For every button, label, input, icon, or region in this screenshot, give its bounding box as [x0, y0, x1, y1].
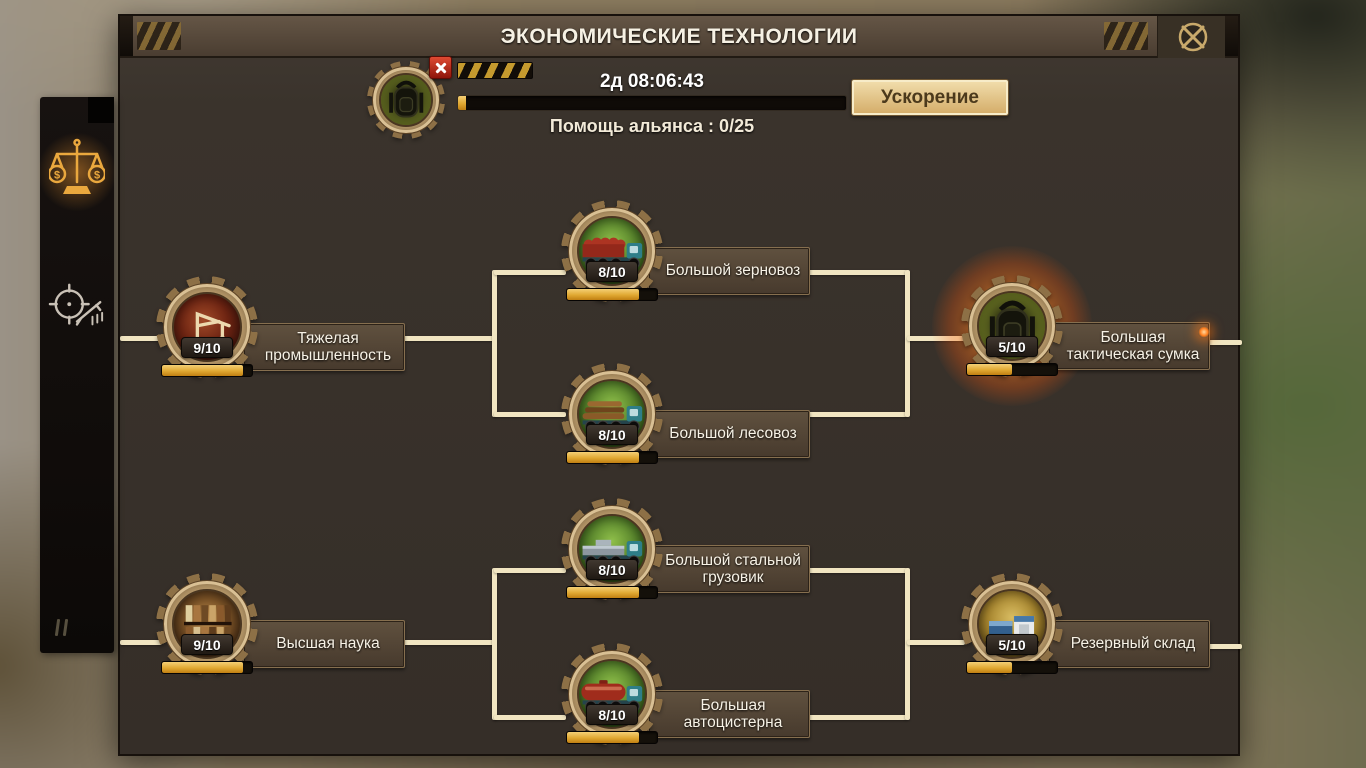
connector-line — [492, 270, 497, 417]
connector-line — [403, 640, 496, 645]
connector-line — [907, 640, 965, 645]
gear-frame — [366, 60, 446, 140]
rifle-icon — [48, 279, 106, 342]
panel-header: ЭКОНОМИЧЕСКИЕ ТЕХНОЛОГИИ — [120, 16, 1238, 58]
tech-node-big-log-truck[interactable]: Большой лесовоз 8/10 — [560, 362, 810, 474]
research-progress-bar — [457, 95, 847, 111]
hazard-stripe — [137, 22, 181, 50]
current-research-item[interactable] — [366, 56, 452, 140]
tech-level-badge: 8/10 — [586, 261, 638, 282]
connector-line — [808, 412, 907, 417]
connector-line — [120, 640, 162, 645]
connector-line — [492, 568, 497, 720]
tech-name-plaque: Большой стальной грузовик — [648, 545, 810, 593]
tech-progress-bar — [566, 451, 658, 464]
connector-line — [808, 715, 907, 720]
tech-level-badge: 5/10 — [986, 336, 1038, 357]
hazard-stripe — [1104, 22, 1148, 50]
sparkle-effect — [1198, 326, 1210, 338]
tech-name-plaque: Тяжелая промышленность — [243, 323, 405, 371]
connector-line — [494, 568, 566, 573]
tech-name-plaque: Большой зерновоз — [648, 247, 810, 295]
header-end-cap — [1225, 16, 1238, 56]
tech-node-big-grain-truck[interactable]: Большой зерновоз — [560, 199, 810, 311]
tech-level-badge: 5/10 — [986, 634, 1038, 655]
tech-progress-bar — [161, 661, 253, 674]
tech-node-reserve-warehouse[interactable]: Резервный склад 5/10 — [960, 572, 1210, 684]
header-end-cap — [120, 16, 133, 56]
tech-level-badge: 8/10 — [586, 559, 638, 580]
close-icon[interactable] — [1175, 19, 1211, 55]
tech-name-plaque: Резервный склад — [1048, 620, 1210, 668]
tech-progress-bar — [161, 364, 253, 377]
tech-category-sidebar: $ $ — [38, 97, 116, 653]
tech-node-big-steel-truck[interactable]: Большой стальной грузовик 8 — [560, 497, 810, 609]
tech-progress-bar — [966, 363, 1058, 376]
tech-progress-bar — [566, 731, 658, 744]
gear-frame — [155, 572, 259, 676]
tech-level-badge: 8/10 — [586, 704, 638, 725]
hazard-stripe — [457, 62, 533, 79]
tech-name-plaque: Большой лесовоз — [648, 410, 810, 458]
gear-frame — [155, 275, 259, 379]
tech-tree: Тяжелая промышленность 9/10 Большой зерн… — [120, 58, 1242, 754]
tech-name-plaque: Большая тактическая сумка — [1048, 322, 1210, 370]
tactical-bag-icon — [378, 72, 434, 128]
connector-line — [494, 412, 566, 417]
connector-line — [120, 336, 162, 341]
connector-line — [905, 270, 910, 417]
connector-line — [1208, 644, 1242, 649]
tech-node-big-tanker-truck[interactable]: Большая автоцистерна 8/10 — [560, 642, 810, 754]
connector-line — [494, 270, 566, 275]
economic-tech-panel: ЭКОНОМИЧЕСКИЕ ТЕХНОЛОГИИ 2д 08:06:43 — [118, 14, 1242, 756]
tech-node-higher-science[interactable]: Высшая наука 9/10 — [155, 572, 405, 684]
sidebar-notch — [88, 97, 114, 123]
tech-progress-bar — [566, 288, 658, 301]
alliance-help-counter: Помощь альянса : 0/25 — [549, 116, 755, 136]
tech-node-big-tactical-bag[interactable]: Большая тактическая сумка 5/10 — [932, 246, 1210, 406]
speedup-button[interactable]: Ускорение — [851, 79, 1009, 116]
research-timer: 2д 08:06:43 — [600, 71, 704, 92]
sidebar-tab-economy[interactable]: $ $ — [38, 129, 116, 215]
gear-frame — [960, 572, 1064, 676]
tech-name-plaque: Высшая наука — [243, 620, 405, 668]
svg-text:$: $ — [54, 169, 60, 181]
svg-text:$: $ — [94, 169, 100, 181]
tech-progress-bar — [566, 586, 658, 599]
balance-scale-icon: $ $ — [47, 138, 107, 207]
cancel-research-icon[interactable] — [429, 56, 452, 79]
tech-level-badge: 9/10 — [181, 634, 233, 655]
connector-line — [808, 270, 907, 275]
sidebar-tab-military[interactable] — [48, 277, 106, 343]
connector-line — [1208, 340, 1242, 345]
sidebar-bottom-marks — [54, 618, 80, 639]
research-progress-fill — [458, 96, 466, 110]
connector-line — [494, 715, 566, 720]
panel-title: ЭКОНОМИЧЕСКИЕ ТЕХНОЛОГИИ — [500, 25, 858, 48]
tech-name-plaque: Большая автоцистерна — [648, 690, 810, 738]
connector-line — [403, 336, 496, 341]
tech-node-heavy-industry[interactable]: Тяжелая промышленность 9/10 — [155, 275, 405, 387]
connector-line — [808, 568, 907, 573]
tech-level-badge: 9/10 — [181, 337, 233, 358]
tech-level-badge: 8/10 — [586, 424, 638, 445]
tech-progress-bar — [966, 661, 1058, 674]
